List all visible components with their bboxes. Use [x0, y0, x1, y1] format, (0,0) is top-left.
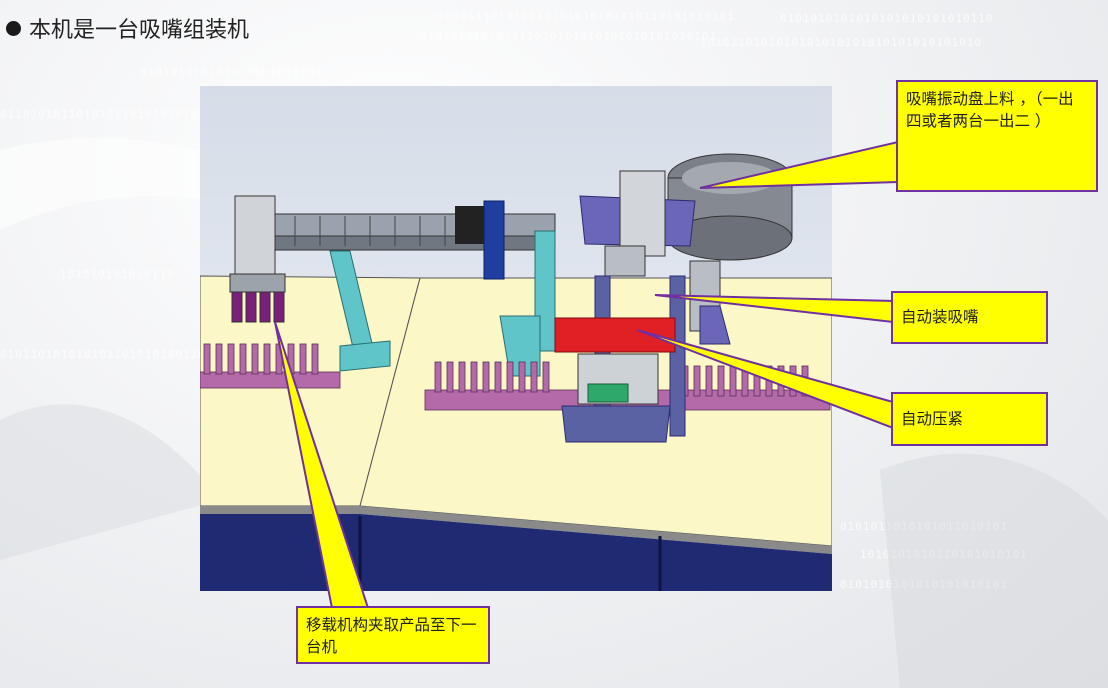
product-row-left: [200, 343, 341, 389]
slide-title-text: 本机是一台吸嘴组装机: [29, 18, 250, 43]
callout-transfer: 移载机构夹取产品至下一台机: [296, 606, 490, 664]
callout-auto-install: 自动装吸嘴: [891, 291, 1048, 344]
callout-auto-install-text: 自动装吸嘴: [901, 308, 979, 326]
transfer-head: [234, 195, 276, 277]
press-base: [561, 405, 671, 443]
bullet-icon: [6, 20, 21, 36]
install-cylinder: [619, 170, 666, 257]
slide-title: 本机是一台吸嘴组装机: [6, 12, 249, 44]
callout-feeder-text: 吸嘴振动盘上料 ，（一出四或者两台一出二 ）: [906, 90, 1074, 130]
press-pointer: [636, 329, 894, 430]
cabinet-base: [200, 514, 832, 591]
gantry-motor: [455, 206, 485, 244]
feeder-pointer: [699, 140, 899, 189]
transfer-pointer: [274, 321, 370, 609]
machine-rendering: [200, 86, 832, 591]
gantry-end-cover: [483, 200, 505, 280]
transfer-grippers: [231, 291, 285, 323]
callout-transfer-text: 移载机构夹取产品至下一台机: [306, 616, 477, 656]
gantry-beam-ribs: [294, 216, 446, 246]
callout-auto-press-text: 自动压紧: [901, 410, 964, 428]
install-pointer: [654, 294, 894, 324]
callout-feeder: 吸嘴振动盘上料 ，（一出四或者两台一出二 ）: [896, 80, 1098, 192]
callout-auto-press: 自动压紧: [891, 392, 1048, 446]
